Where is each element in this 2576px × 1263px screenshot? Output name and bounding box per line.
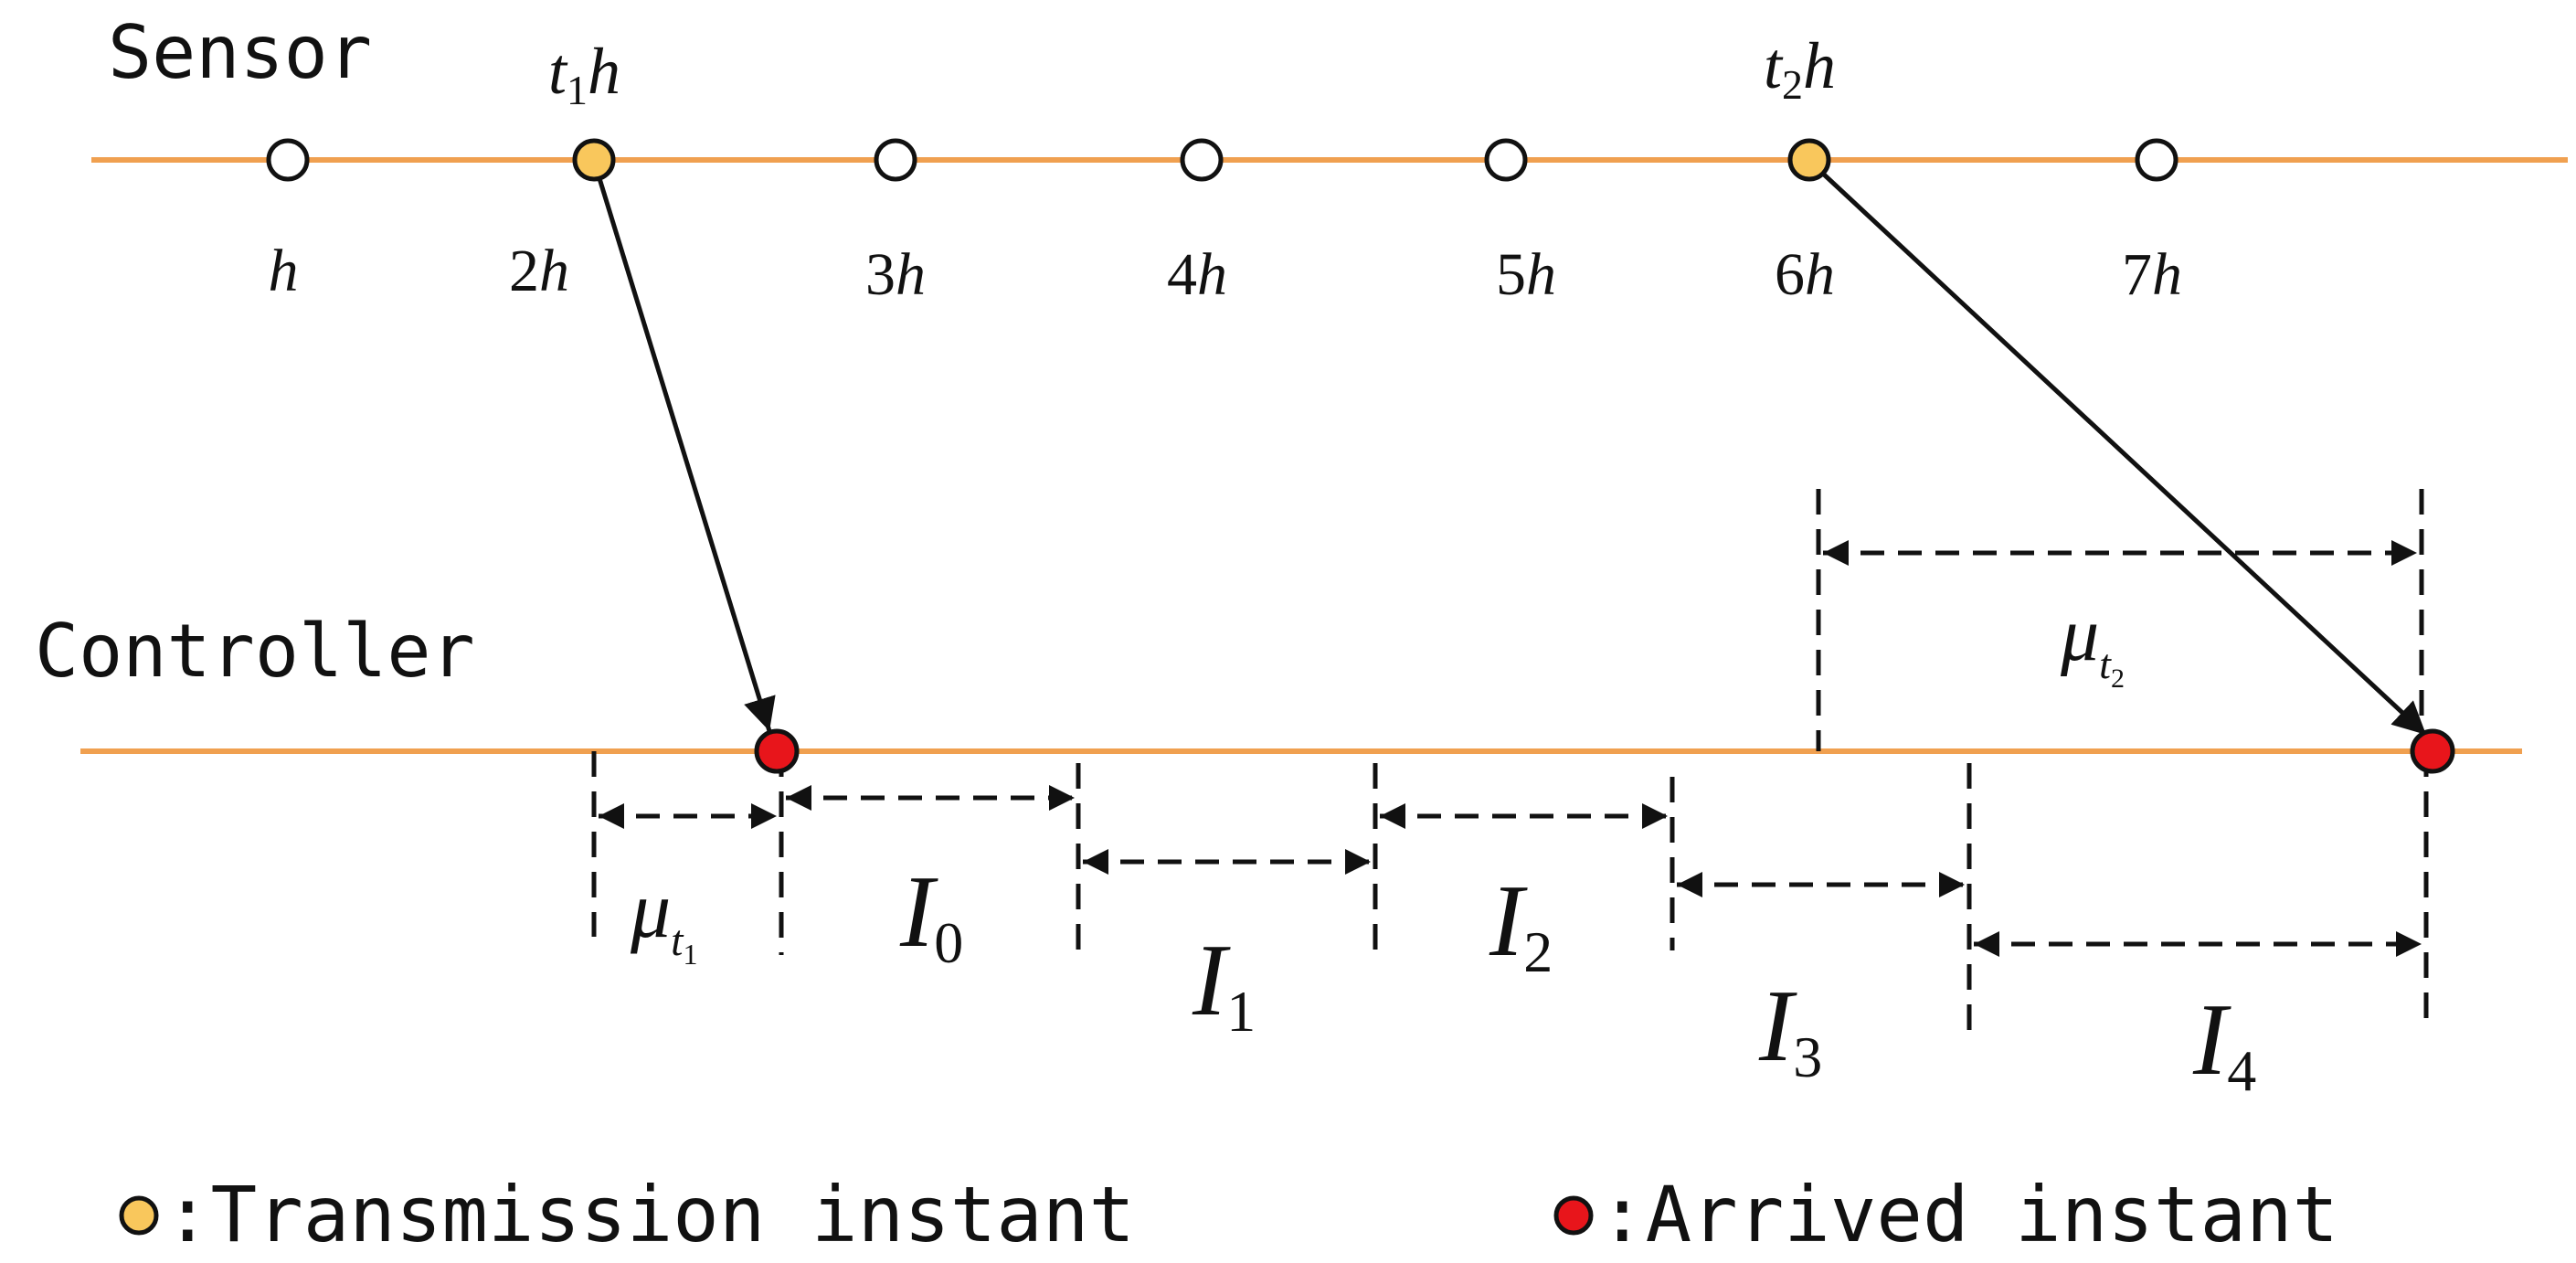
delay-label-mu-t1: μt1 — [630, 866, 698, 971]
tick-label-3h: 3h — [865, 241, 926, 308]
sample-node-5h — [1484, 138, 1528, 182]
tick-label-h: h — [269, 238, 299, 304]
interval-label-I4: I4 — [2192, 983, 2256, 1103]
transmission-label-t1: t1h — [548, 35, 620, 113]
legend-arrived-text: :Arrived instant — [1599, 1170, 2338, 1259]
interval-boundaries — [591, 489, 2429, 1033]
arrived-node-2 — [2410, 728, 2455, 774]
tick-label-4h: 4h — [1167, 241, 1227, 308]
transmission-arrow-1 — [596, 175, 776, 732]
tick-label-7h: 7h — [2122, 241, 2182, 308]
sample-node-3h — [874, 138, 917, 182]
sample-node-7h — [2135, 138, 2178, 182]
arrived-node-1 — [754, 728, 800, 774]
tick-label-2h: 2h — [509, 238, 569, 304]
sensor-label: Sensor — [108, 10, 372, 95]
sample-node-h — [266, 138, 310, 182]
interval-label-I0: I0 — [899, 855, 963, 975]
controller-label: Controller — [35, 609, 475, 694]
dimension-arrows — [599, 540, 2422, 957]
interval-label-I3: I3 — [1758, 970, 1822, 1089]
transmission-arrow-2 — [1821, 172, 2428, 737]
transmission-node-t2 — [1787, 138, 1831, 182]
legend-transmission-text: :Transmission instant — [164, 1170, 1135, 1259]
sample-node-4h — [1180, 138, 1224, 182]
interval-label-I2: I2 — [1489, 865, 1553, 984]
delay-label-mu-t2: μt2 — [2060, 592, 2125, 694]
transmission-node-t1 — [572, 138, 616, 182]
tick-label-6h: 6h — [1775, 241, 1835, 308]
legend-arrived-swatch — [1553, 1195, 1594, 1236]
interval-label-I1: I1 — [1192, 924, 1256, 1044]
tick-label-5h: 5h — [1496, 241, 1556, 308]
transmission-label-t2: t2h — [1764, 29, 1836, 108]
legend-transmission-swatch — [119, 1195, 159, 1236]
